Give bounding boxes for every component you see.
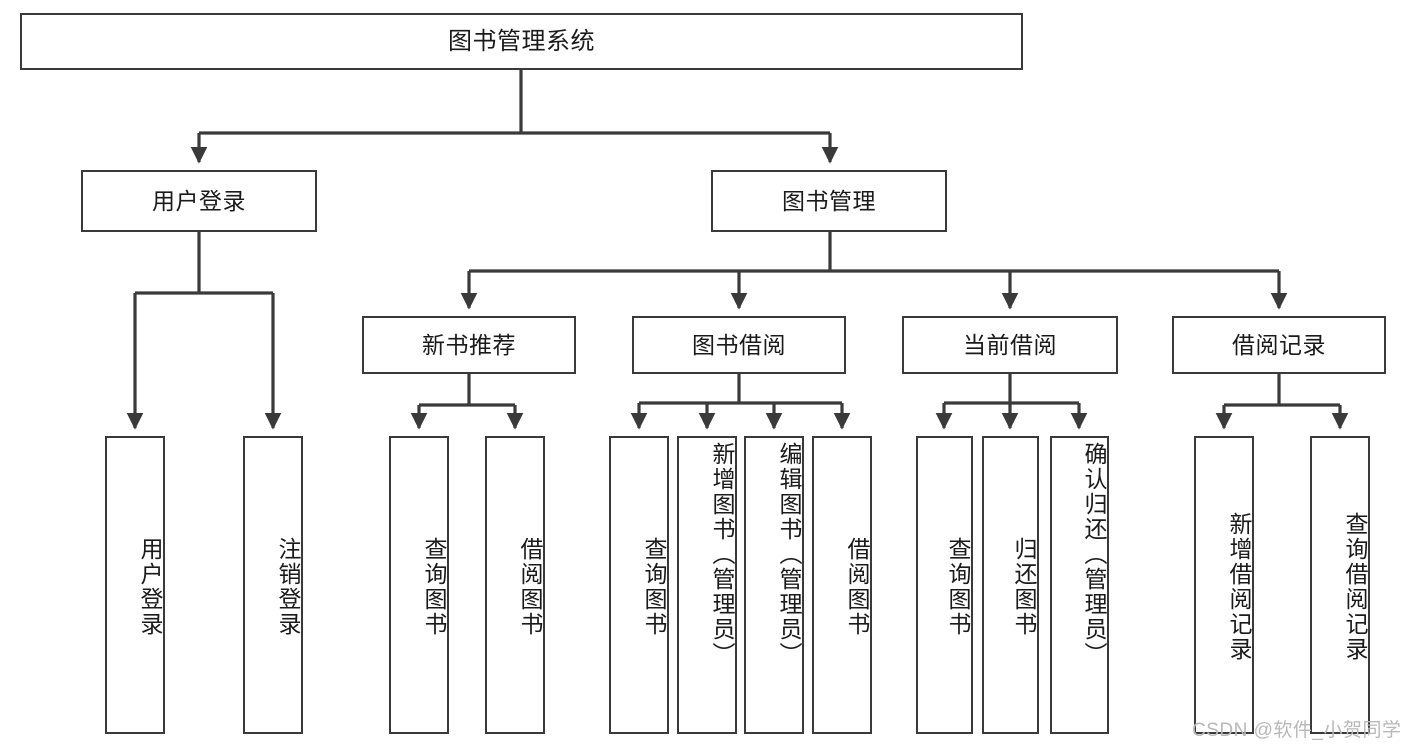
leaf-query-book-3[interactable]: 查询图书: [916, 436, 973, 734]
node-user-login[interactable]: 用户登录: [81, 170, 317, 232]
node-label: 编辑图书（管理员）: [776, 442, 802, 667]
node-label: 新增图书（管理员）: [709, 442, 735, 667]
node-label: 查询图书: [421, 537, 447, 637]
leaf-add-book-admin[interactable]: 新增图书（管理员）: [677, 436, 737, 734]
node-label: 用户登录: [152, 187, 246, 214]
node-label: 用户登录: [137, 537, 163, 637]
node-book-borrowing[interactable]: 图书借阅: [632, 316, 846, 374]
node-label: 图书借阅: [692, 331, 786, 358]
node-new-book-recommendation[interactable]: 新书推荐: [362, 316, 576, 374]
node-label: 确认归还（管理员）: [1081, 442, 1107, 667]
leaf-borrow-book-2[interactable]: 借阅图书: [812, 436, 872, 734]
leaf-query-book-2[interactable]: 查询图书: [609, 436, 669, 734]
node-label: 图书管理系统: [448, 27, 595, 55]
node-label: 查询图书: [641, 537, 667, 637]
leaf-add-borrowing-record[interactable]: 新增借阅记录: [1194, 436, 1254, 734]
node-label: 注销登录: [275, 537, 301, 637]
node-label: 查询图书: [945, 537, 971, 637]
node-label: 借阅图书: [517, 537, 543, 637]
leaf-edit-book-admin[interactable]: 编辑图书（管理员）: [744, 436, 804, 734]
node-borrowing-record[interactable]: 借阅记录: [1172, 316, 1386, 374]
node-label: 归还图书: [1011, 537, 1037, 637]
node-label: 新增借阅记录: [1226, 512, 1252, 662]
node-label: 新书推荐: [422, 331, 516, 358]
leaf-logout-login[interactable]: 注销登录: [243, 436, 303, 734]
leaf-borrow-book-1[interactable]: 借阅图书: [485, 436, 545, 734]
node-root-book-management-system[interactable]: 图书管理系统: [20, 13, 1023, 70]
node-label: 借阅记录: [1232, 331, 1326, 358]
leaf-query-borrowing-record[interactable]: 查询借阅记录: [1310, 436, 1370, 734]
node-label: 图书管理: [782, 187, 876, 214]
leaf-user-login[interactable]: 用户登录: [105, 436, 165, 734]
node-label: 当前借阅: [963, 331, 1057, 358]
node-book-management[interactable]: 图书管理: [711, 170, 947, 232]
node-label: 查询借阅记录: [1342, 512, 1368, 662]
leaf-confirm-return-admin[interactable]: 确认归还（管理员）: [1050, 436, 1109, 734]
leaf-return-book[interactable]: 归还图书: [982, 436, 1039, 734]
node-current-borrowing[interactable]: 当前借阅: [902, 316, 1118, 374]
leaf-query-book-1[interactable]: 查询图书: [389, 436, 449, 734]
node-label: 借阅图书: [844, 537, 870, 637]
